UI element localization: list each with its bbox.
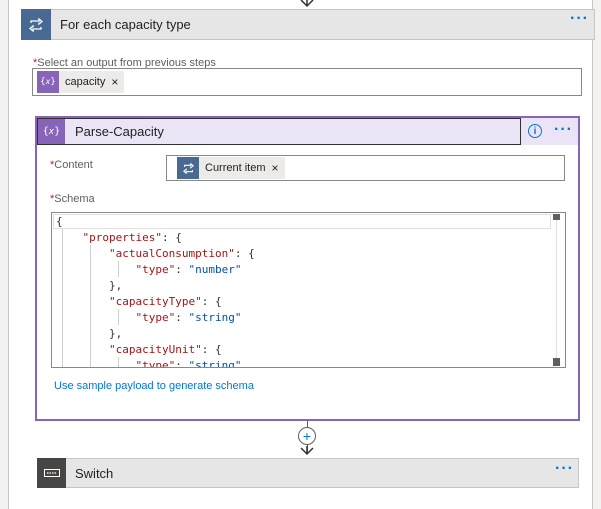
loop-icon [177, 157, 199, 179]
indent-guide [90, 245, 91, 367]
info-icon[interactable]: i [528, 124, 542, 138]
required-mark: * [33, 57, 38, 69]
switch-card[interactable] [37, 458, 579, 488]
loop-icon [21, 9, 51, 40]
select-output-input[interactable]: {x} capacity × [32, 68, 582, 96]
schema-editor[interactable] [51, 212, 566, 368]
required-mark: * [50, 159, 55, 171]
code-line: "properties": { [82, 231, 182, 244]
current-item-token-remove-button[interactable]: × [271, 161, 279, 175]
indent-guide [62, 229, 63, 367]
scrollbar-track [556, 220, 557, 358]
code-line: }, [56, 327, 123, 340]
schema-scrollbar[interactable] [552, 214, 564, 366]
parse-capacity-title: Parse-Capacity [75, 124, 164, 139]
code-line: "capacityUnit": { [108, 343, 222, 356]
select-output-label: *Select an output from previous steps [33, 57, 216, 69]
code-line: }, [56, 279, 123, 292]
parse-more-button[interactable]: ··· [554, 121, 573, 138]
code-line: "actualConsumption": { [108, 247, 255, 260]
content-input[interactable]: Current item × [166, 155, 565, 181]
indent-guide [118, 357, 119, 367]
schema-label-text: Schema [54, 193, 95, 205]
foreach-header[interactable] [21, 9, 595, 40]
code-line: { [56, 215, 63, 228]
select-output-label-text: Select an output from previous steps [37, 57, 216, 69]
indent-guide [118, 261, 119, 277]
capacity-token[interactable]: {x} capacity × [37, 71, 125, 93]
scrollbar-thumb-bottom[interactable] [553, 358, 560, 366]
content-label-text: Content [54, 159, 93, 171]
add-step-button[interactable]: + [298, 427, 316, 445]
current-item-token-label: Current item [205, 162, 266, 174]
code-line: "type": "number" [135, 263, 242, 276]
parse-capacity-title-field[interactable] [37, 118, 521, 145]
expression-icon: {x} [38, 119, 65, 144]
switch-more-button[interactable]: ··· [555, 460, 574, 477]
expression-icon: {x} [37, 71, 59, 93]
capacity-token-remove-button[interactable]: × [111, 75, 119, 89]
capacity-token-label: capacity [65, 76, 106, 88]
content-label: *Content [50, 159, 93, 171]
current-item-token[interactable]: Current item × [177, 157, 285, 179]
foreach-title: For each capacity type [60, 17, 191, 32]
foreach-more-button[interactable]: ··· [570, 10, 589, 27]
code-line: "type": "string" [135, 359, 242, 367]
switch-title: Switch [75, 466, 114, 481]
required-mark: * [50, 193, 55, 205]
scrollbar-thumb-top[interactable] [553, 214, 560, 220]
code-line: "capacityType": { [108, 295, 222, 308]
schema-code[interactable]: { "properties": { "actualConsumption": {… [52, 213, 550, 367]
switch-icon [37, 458, 66, 488]
arrow-down-icon [300, 446, 314, 456]
sample-payload-link[interactable]: Use sample payload to generate schema [54, 380, 254, 392]
current-line-highlight [53, 214, 551, 229]
code-line: "type": "string" [135, 311, 242, 324]
arrow-down-icon [300, 0, 314, 8]
indent-guide [118, 309, 119, 325]
schema-label: *Schema [50, 193, 95, 205]
